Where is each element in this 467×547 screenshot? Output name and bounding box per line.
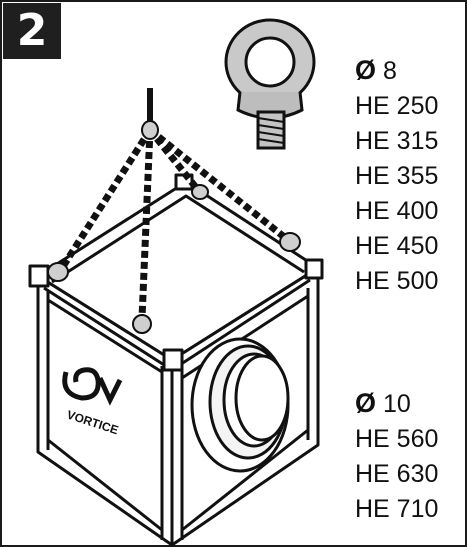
group2-diameter: Ø 10 [355, 388, 411, 418]
model-he-250: HE 250 [355, 92, 439, 120]
eyebolt-mounts [47, 120, 301, 334]
lifting-chains [59, 88, 291, 319]
model-he-500: HE 500 [355, 267, 439, 295]
model-he-400: HE 400 [355, 197, 439, 225]
model-he-450: HE 450 [355, 232, 439, 260]
group1-specs: Ø 8 HE 250 HE 315 HE 355 HE 400 HE 450 H… [355, 53, 438, 299]
group1-diameter: Ø 8 [355, 55, 397, 85]
model-he-630: HE 630 [355, 460, 439, 488]
model-he-355: HE 355 [355, 162, 439, 190]
model-he-710: HE 710 [355, 495, 439, 523]
model-he-560: HE 560 [355, 425, 439, 453]
model-he-315: HE 315 [355, 127, 439, 155]
step-number-badge: 2 [3, 3, 61, 59]
duct-spigot [190, 337, 290, 473]
eyebolt-icon [224, 18, 316, 150]
group2-specs: Ø 10 HE 560 HE 630 HE 710 [355, 386, 438, 527]
